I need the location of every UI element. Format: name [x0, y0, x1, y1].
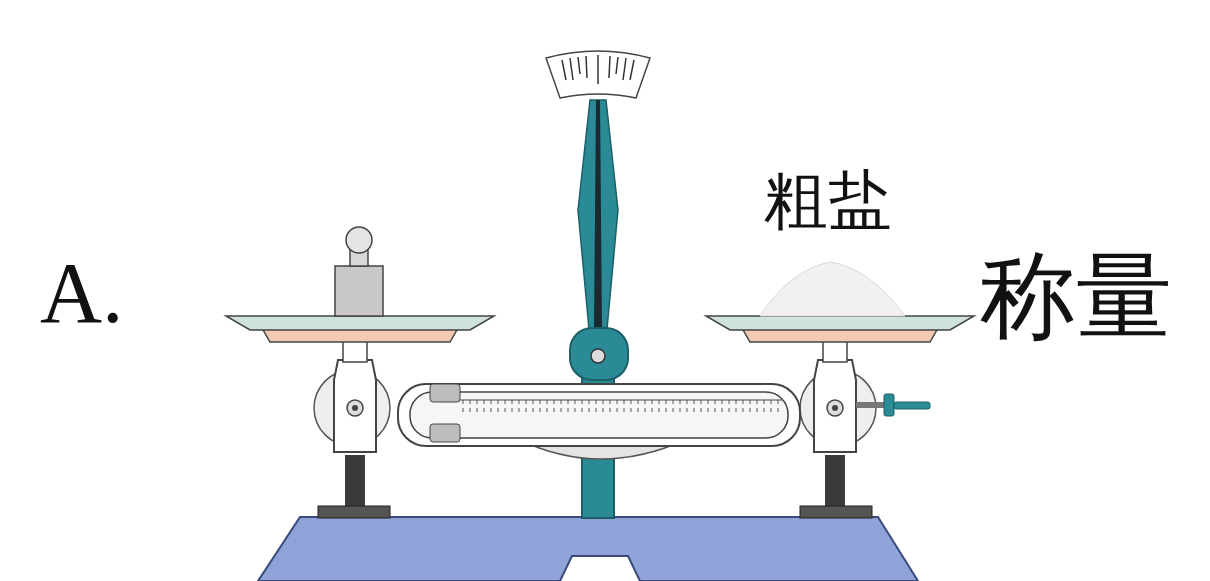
- right-pillar: [814, 360, 856, 452]
- screw-rod: [856, 402, 886, 408]
- scale-line: [460, 400, 782, 401]
- rider: [430, 384, 460, 402]
- option-letter: A.: [40, 250, 124, 336]
- balance-base: [258, 517, 918, 581]
- right-pan: [706, 316, 974, 330]
- balance-nut: [884, 394, 894, 416]
- beam-rail: [410, 392, 788, 438]
- dial-scale: [546, 51, 650, 98]
- scale-ticks: [460, 400, 782, 412]
- pivot: [570, 328, 628, 380]
- foot-post: [345, 455, 365, 510]
- operation-label: 称量: [980, 248, 1172, 344]
- dial-ticks: [562, 55, 634, 84]
- foot-post: [825, 455, 845, 510]
- material-label: 粗盐: [764, 168, 892, 232]
- salt-pile: [760, 262, 905, 316]
- weight: [335, 266, 383, 316]
- weight-knob: [346, 227, 372, 253]
- foot: [800, 506, 872, 518]
- rider: [430, 424, 460, 442]
- left-pan: [226, 316, 494, 330]
- foot: [318, 506, 390, 518]
- left-pillar: [334, 360, 376, 452]
- beam: [398, 384, 800, 446]
- pointer: [578, 100, 618, 340]
